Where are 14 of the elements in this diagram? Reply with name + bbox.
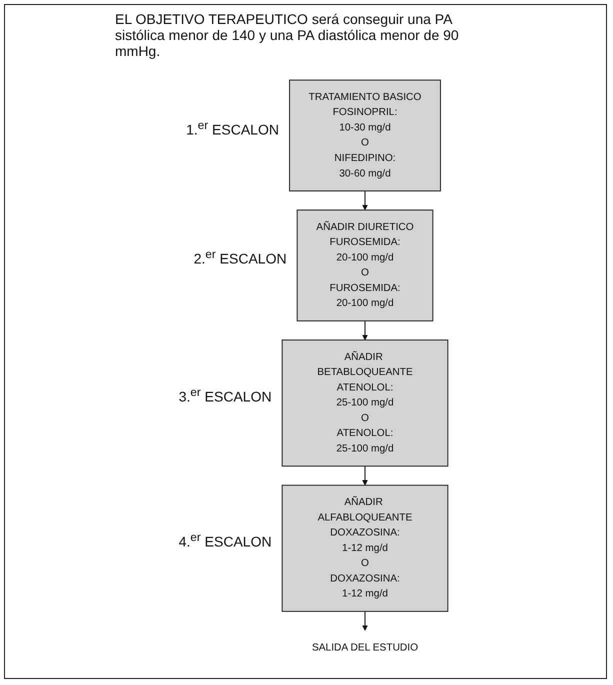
node-text: SALIDA DEL ESTUDIO bbox=[312, 642, 418, 653]
step-label: 1.$^{er}$ ESCALON bbox=[185, 118, 280, 138]
arrow bbox=[362, 320, 368, 340]
step-label: 3.$^{er}$ ESCALON bbox=[178, 386, 273, 405]
step-label: 4.$^{er}$ ESCALON bbox=[178, 531, 273, 550]
objective-note: EL OBJETIVO TERAPEUTICO será conseguir una PA sistólica menor de 140 y una PA diastólica menor de 90 mmHg. bbox=[115, 11, 460, 59]
node-box: TRATAMIENTO BASICO FOSINOPRIL: 10-30 mg/d O NIFEDIPINO: 30-60 mg/d bbox=[289, 80, 441, 192]
node-box: AÑADIR ALFABLOQUEANTE DOXAZOSINA: 1-12 mg/d O DOXAZOSINA: 1-12 mg/d bbox=[282, 484, 448, 612]
node-box: AÑADIR BETABLOQUEANTE ATENOLOL: 25-100 mg/d O ATENOLOL: 25-100 mg/d bbox=[282, 340, 448, 467]
arrow bbox=[362, 610, 368, 631]
arrow bbox=[362, 466, 368, 486]
arrow bbox=[362, 190, 368, 210]
step-label: 2.$^{er}$ ESCALON bbox=[192, 248, 288, 268]
node-box: AÑADIR DIURETICO FUROSEMIDA: 20-100 mg/d O FUROSEMIDA: 20-100 mg/d bbox=[296, 210, 434, 322]
